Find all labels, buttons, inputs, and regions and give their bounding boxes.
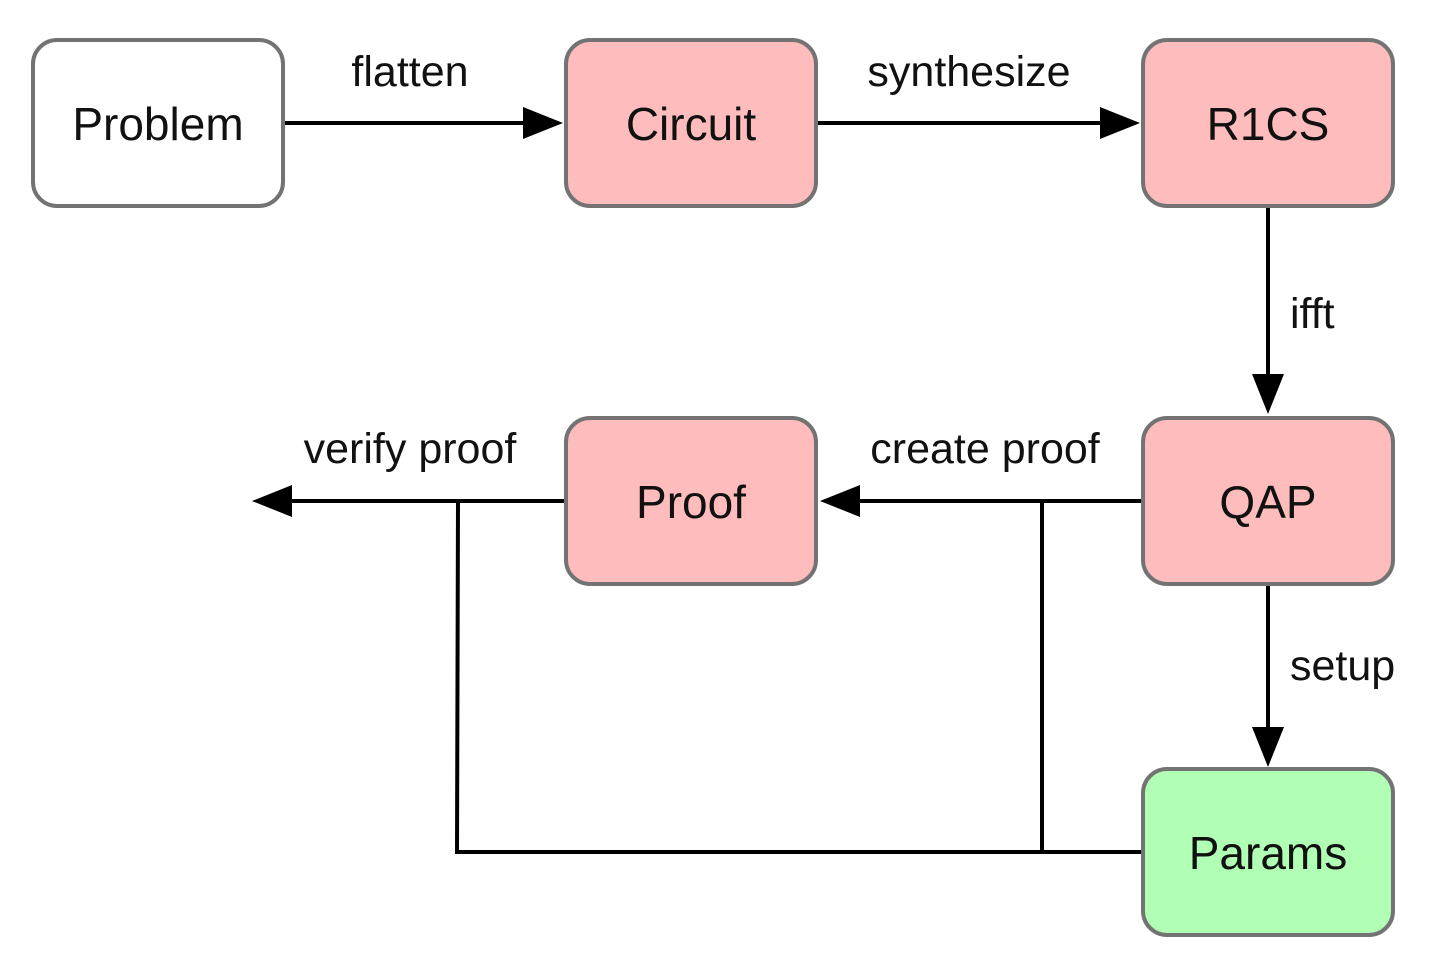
- node-circuit: Circuit: [564, 38, 818, 208]
- edge-label-synthesize: synthesize: [867, 48, 1070, 96]
- node-circuit-label: Circuit: [626, 98, 757, 150]
- edge-label-ifft: ifft: [1290, 290, 1335, 338]
- edge-params-to-verify-proof: [454, 500, 1042, 854]
- arrowhead-into-params: [1252, 727, 1284, 767]
- node-proof: Proof: [564, 416, 818, 586]
- arrowhead-into-qap: [1252, 374, 1284, 414]
- node-params-box: [1141, 767, 1395, 937]
- edge-label-verify-proof: verify proof: [304, 425, 518, 473]
- arrowhead-into-proof: [820, 485, 860, 517]
- edge-label-flatten: flatten: [351, 48, 468, 96]
- node-qap: QAP: [1141, 416, 1395, 586]
- edge-label-setup: setup: [1290, 642, 1395, 690]
- arrowhead-into-r1cs: [1100, 107, 1140, 139]
- arrowhead-into-circuit: [523, 107, 563, 139]
- arrowhead-verify-output: [252, 485, 292, 517]
- node-circuit-box: [564, 38, 818, 208]
- node-qap-box: [1141, 416, 1395, 586]
- edge-params-to-create-proof: [1040, 501, 1142, 854]
- node-params-label: Params: [1189, 827, 1347, 879]
- node-r1cs-label: R1CS: [1207, 98, 1330, 150]
- node-r1cs: R1CS: [1141, 38, 1395, 208]
- node-qap-label: QAP: [1219, 476, 1316, 528]
- node-r1cs-box: [1141, 38, 1395, 208]
- node-params: Params: [1141, 767, 1395, 937]
- node-problem: Problem: [31, 38, 285, 208]
- edge-label-create-proof: create proof: [870, 425, 1101, 473]
- node-problem-label: Problem: [72, 98, 243, 150]
- node-problem-box: [31, 38, 285, 208]
- node-proof-box: [564, 416, 818, 586]
- node-proof-label: Proof: [636, 476, 746, 528]
